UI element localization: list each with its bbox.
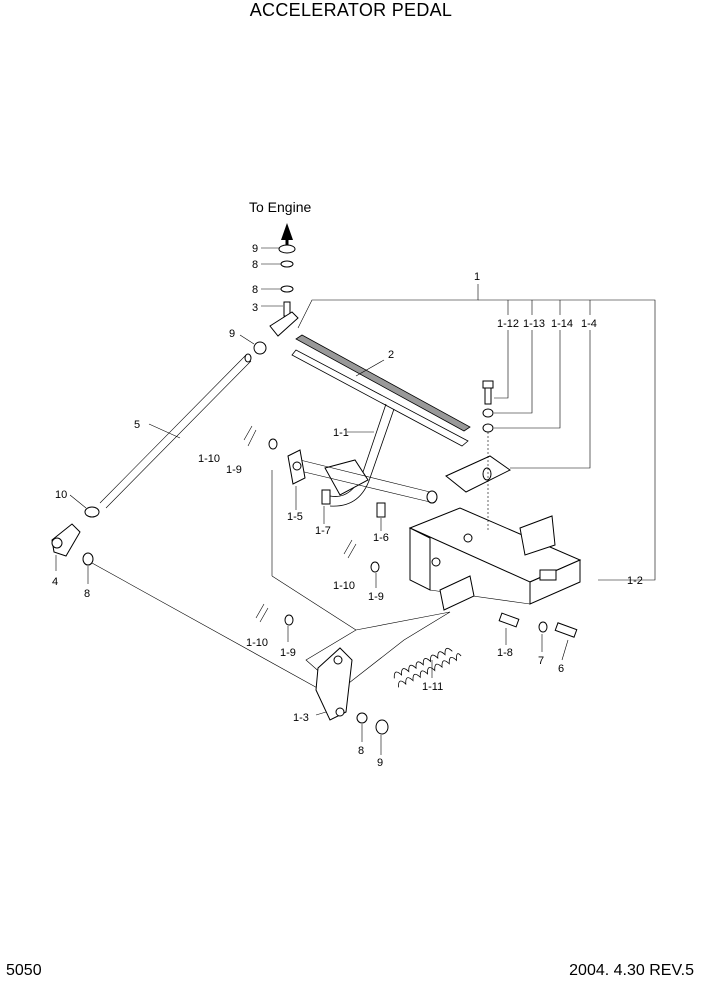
callout-label: 1-9	[226, 464, 242, 476]
nut-1-14	[482, 423, 494, 433]
washer-7	[538, 621, 548, 633]
washer-8-bottom	[356, 712, 368, 724]
callout-label: 8	[252, 284, 258, 296]
callout-label: 7	[538, 655, 544, 667]
plate-1-4	[445, 455, 511, 493]
callout-label: 2	[388, 349, 394, 361]
spring-1-11	[393, 647, 462, 688]
callout-label: 1-13	[523, 318, 545, 330]
callout-label: 9	[377, 757, 383, 769]
callout-label: 1-6	[373, 532, 389, 544]
callout-label: 1-12	[497, 318, 519, 330]
clip-1-10-a	[243, 425, 257, 447]
callout-label: 1-5	[287, 511, 303, 523]
callout-label: 5	[134, 419, 140, 431]
callout-label: 8	[252, 259, 258, 271]
arrow-up-icon	[281, 223, 293, 248]
callout-label: 1-2	[627, 575, 643, 587]
washer-8-left	[82, 552, 94, 566]
callout-label: 1-10	[246, 637, 268, 649]
ball-joint-3	[269, 311, 299, 337]
callout-label: 10	[55, 489, 67, 501]
washer-8-mid	[280, 285, 294, 293]
nut-10	[84, 506, 100, 518]
callout-label: 1-11	[422, 681, 443, 693]
pin-1-7	[321, 489, 331, 505]
callout-label: 9	[229, 328, 235, 340]
bolt-6	[554, 622, 578, 638]
clip-1-10-b	[343, 539, 357, 559]
callout-label: 1	[474, 271, 480, 283]
linework	[51, 223, 656, 755]
callout-label: 4	[52, 576, 58, 588]
pin-1-8	[498, 612, 520, 628]
link-line	[91, 562, 331, 696]
washer-1-9-a	[268, 438, 278, 450]
callout-label: 1-8	[497, 647, 513, 659]
callout-label: 1-9	[368, 591, 384, 603]
labels: To Engine 1 1-12 1-13 1-14 1-4 2 9 8 8 3…	[52, 199, 643, 769]
callout-label: 1-10	[198, 453, 220, 465]
callout-label: 1-4	[581, 318, 597, 330]
pedal-shaft	[295, 459, 438, 504]
to-engine-label: To Engine	[249, 199, 311, 215]
callout-label: 1-3	[293, 712, 309, 724]
washer-1-9-c	[284, 614, 294, 626]
nut-9-top	[278, 244, 296, 254]
lever-1-3	[315, 647, 353, 721]
washer-1-9-b	[370, 561, 380, 573]
callout-label: 8	[84, 588, 90, 600]
callout-label: 6	[558, 663, 564, 675]
leader-lines	[55, 247, 656, 755]
callout-label: 1-7	[315, 525, 331, 537]
rod-5	[99, 353, 252, 509]
page-number: 5050	[6, 962, 42, 979]
diagram-title: ACCELERATOR PEDAL	[249, 0, 453, 20]
nut-9-rod	[253, 341, 267, 355]
main-bracket-1-2	[408, 507, 582, 605]
callout-label: 1-1	[333, 427, 349, 439]
callout-label: 9	[252, 243, 258, 255]
callout-label: 1-10	[333, 580, 355, 592]
callout-label: 1-9	[280, 647, 296, 659]
revision-label: 2004. 4.30 REV.5	[569, 962, 694, 979]
callout-label: 3	[252, 302, 258, 314]
callout-label: 8	[358, 745, 364, 757]
clip-1-10-c	[255, 603, 269, 623]
pin-1-6	[376, 502, 386, 518]
pedal-pad-2	[291, 334, 471, 447]
spring-bracket	[439, 575, 475, 611]
nut-9-bottom	[375, 719, 389, 735]
washer-8-top	[280, 260, 294, 268]
callout-label: 1-14	[551, 318, 573, 330]
bolt-1-12	[482, 380, 494, 405]
washer-1-13	[482, 408, 494, 418]
